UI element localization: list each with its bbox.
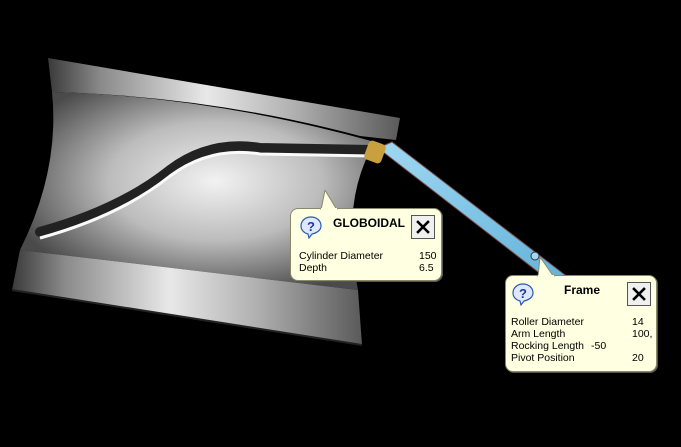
top-flange	[48, 58, 400, 140]
callout-tail	[537, 257, 555, 277]
param-label: Depth	[299, 262, 328, 274]
param-label: Arm Length	[511, 328, 566, 340]
cam-groove-highlight	[39, 150, 373, 240]
param-value[interactable]: -50	[591, 340, 607, 352]
help-question-icon[interactable]: ?	[511, 282, 535, 306]
callout-title: Frame	[564, 283, 601, 297]
bottom-flange	[12, 250, 362, 345]
callout-tail	[320, 190, 338, 210]
svg-text:?: ?	[519, 286, 527, 301]
callout-title: GLOBOIDAL	[333, 216, 405, 230]
param-value[interactable]: 6.5	[419, 262, 434, 274]
close-button[interactable]	[411, 215, 435, 239]
close-x-icon	[416, 220, 430, 234]
frame-callout: ? Frame Roller Diameter 14 Arm Length 10…	[505, 257, 657, 372]
param-value[interactable]: 20	[632, 352, 644, 364]
globoidal-body	[20, 92, 375, 290]
arm-pivot	[530, 251, 540, 261]
param-label: Cylinder Diameter	[299, 250, 384, 262]
globoidal-callout: ? GLOBOIDAL Cylinder Diameter 150 Depth …	[290, 190, 442, 281]
param-value[interactable]: 100,	[632, 328, 653, 340]
close-button[interactable]	[627, 282, 651, 306]
follower-roller	[364, 140, 386, 164]
param-value[interactable]: 14	[632, 316, 644, 328]
help-question-icon[interactable]: ?	[299, 215, 323, 239]
param-value[interactable]: 150	[419, 250, 437, 262]
cam-groove	[35, 141, 377, 237]
param-label: Roller Diameter	[511, 316, 584, 328]
svg-text:?: ?	[307, 219, 315, 234]
param-label: Pivot Position	[511, 352, 575, 364]
close-x-icon	[632, 287, 646, 301]
param-label: Rocking Length	[511, 340, 584, 352]
bottom-flange-edge	[11, 289, 363, 346]
